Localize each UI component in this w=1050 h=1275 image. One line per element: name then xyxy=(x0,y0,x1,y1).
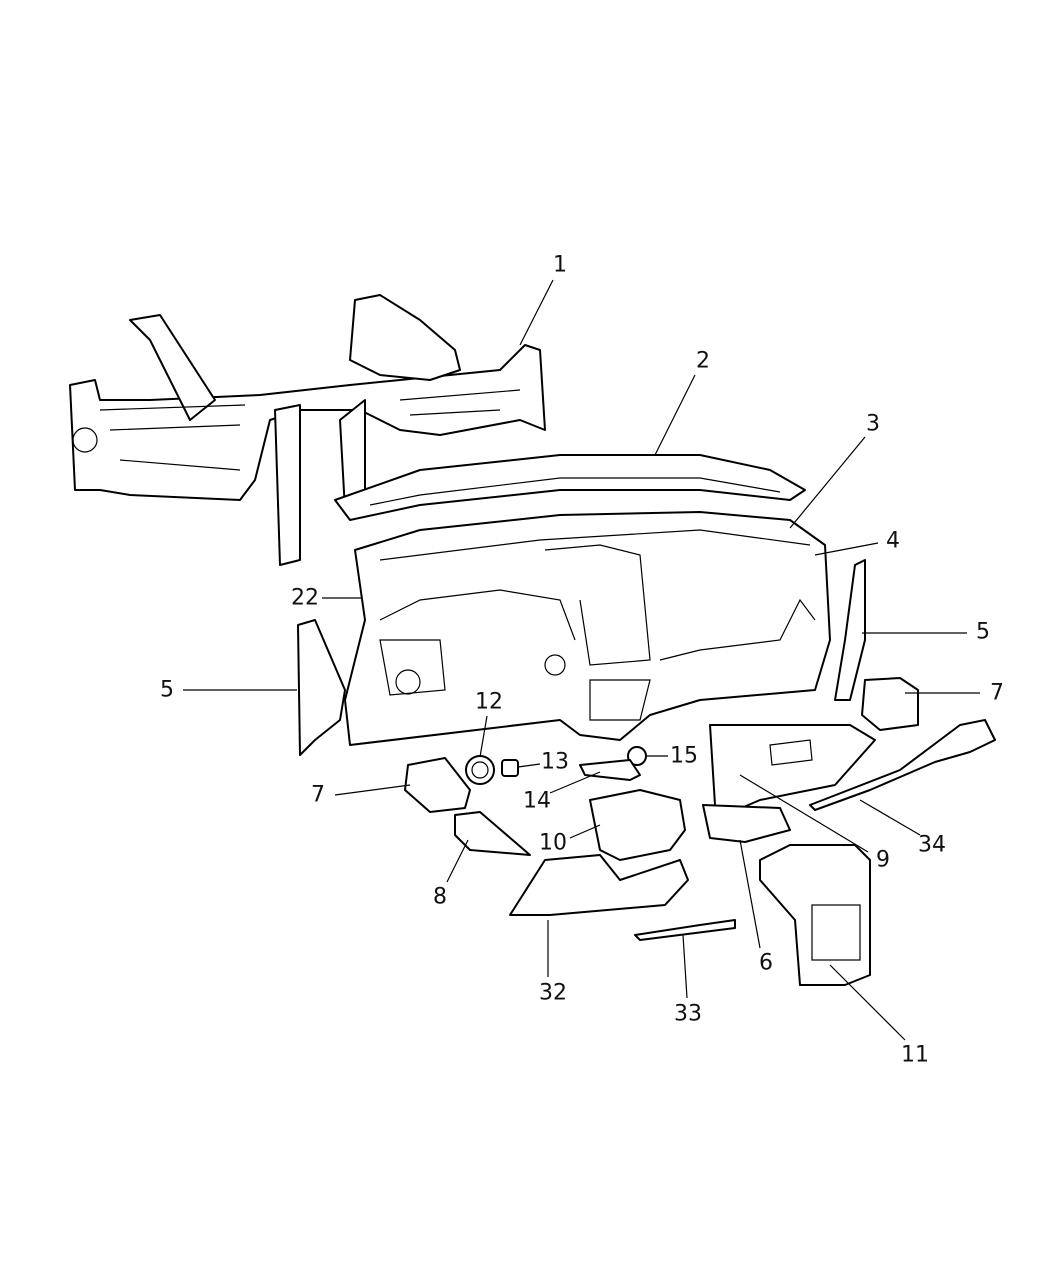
callout-11: 11 xyxy=(901,1042,929,1068)
part-end-cap-left xyxy=(297,619,346,756)
part-vent-bezel xyxy=(454,811,531,856)
callout-2: 2 xyxy=(696,348,710,374)
part-bracket xyxy=(634,919,736,941)
part-center-vent xyxy=(702,804,791,843)
callout-15: 15 xyxy=(670,743,698,769)
part-vent-left xyxy=(404,757,471,813)
part-small-ring xyxy=(627,746,647,766)
part-cluster-bezel xyxy=(589,789,686,861)
callout-3: 3 xyxy=(866,411,880,437)
callout-8: 8 xyxy=(433,884,447,910)
callout-5-right: 5 xyxy=(976,619,990,645)
callout-32: 32 xyxy=(539,980,567,1006)
callout-1: 1 xyxy=(553,252,567,278)
callout-14: 14 xyxy=(523,788,551,814)
part-bezel-trim xyxy=(809,719,996,811)
callout-7-left: 7 xyxy=(311,782,325,808)
part-instrument-panel xyxy=(344,511,831,746)
callout-34: 34 xyxy=(918,832,946,858)
part-glove-box xyxy=(709,724,876,816)
callout-10: 10 xyxy=(539,830,567,856)
callout-5-left: 5 xyxy=(160,677,174,703)
part-ring xyxy=(465,755,495,785)
callout-22: 22 xyxy=(291,585,319,611)
callout-13: 13 xyxy=(541,749,569,775)
callout-12: 12 xyxy=(475,689,503,715)
callout-33: 33 xyxy=(674,1001,702,1027)
leader-lines xyxy=(183,279,980,1041)
part-vent-right xyxy=(861,677,919,731)
part-cross-car-beam xyxy=(69,294,546,566)
callout-4: 4 xyxy=(886,528,900,554)
callout-7-right: 7 xyxy=(990,680,1004,706)
callout-6: 6 xyxy=(759,950,773,976)
part-end-cap-right xyxy=(834,559,866,701)
part-knee-panel xyxy=(509,854,689,916)
part-defroster-panel xyxy=(334,454,806,521)
part-center-stack-bezel xyxy=(759,844,871,986)
part-switch xyxy=(501,759,519,777)
part-trim-strip xyxy=(579,759,641,781)
callout-9: 9 xyxy=(876,847,890,873)
